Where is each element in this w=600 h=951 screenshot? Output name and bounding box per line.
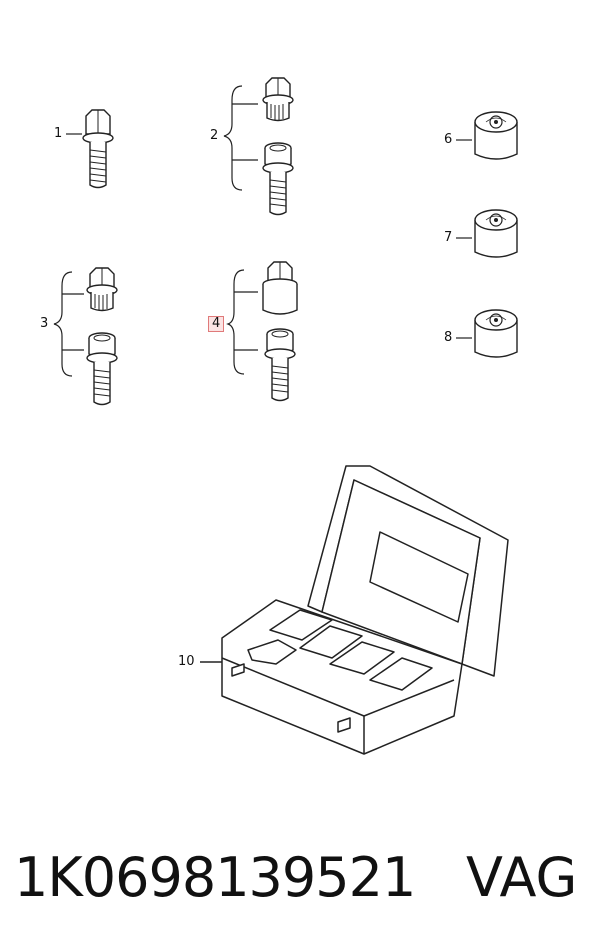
callout-8: 8 [444, 330, 453, 345]
part-3-bolt-set [53, 267, 118, 406]
part-6-lock-cap [456, 111, 518, 160]
callout-4[interactable]: 4 [208, 316, 225, 332]
callout-6: 6 [444, 132, 453, 147]
brand-label: VAG [466, 846, 578, 909]
part-8-lock-cap [456, 309, 518, 358]
part-10-storage-case [200, 465, 509, 755]
callout-3: 3 [40, 316, 49, 331]
callout-7: 7 [444, 230, 453, 245]
parts-diagram [53, 77, 518, 755]
callout-10: 10 [178, 654, 195, 669]
part-4-locking-set [226, 261, 298, 402]
part-number: 1K0698139521 [14, 846, 416, 909]
callout-1: 1 [54, 126, 63, 141]
part-1-wheel-bolt [66, 109, 114, 189]
part-7-lock-cap [456, 209, 518, 258]
part-2-bolt-set [223, 77, 294, 216]
callout-2: 2 [210, 128, 219, 143]
